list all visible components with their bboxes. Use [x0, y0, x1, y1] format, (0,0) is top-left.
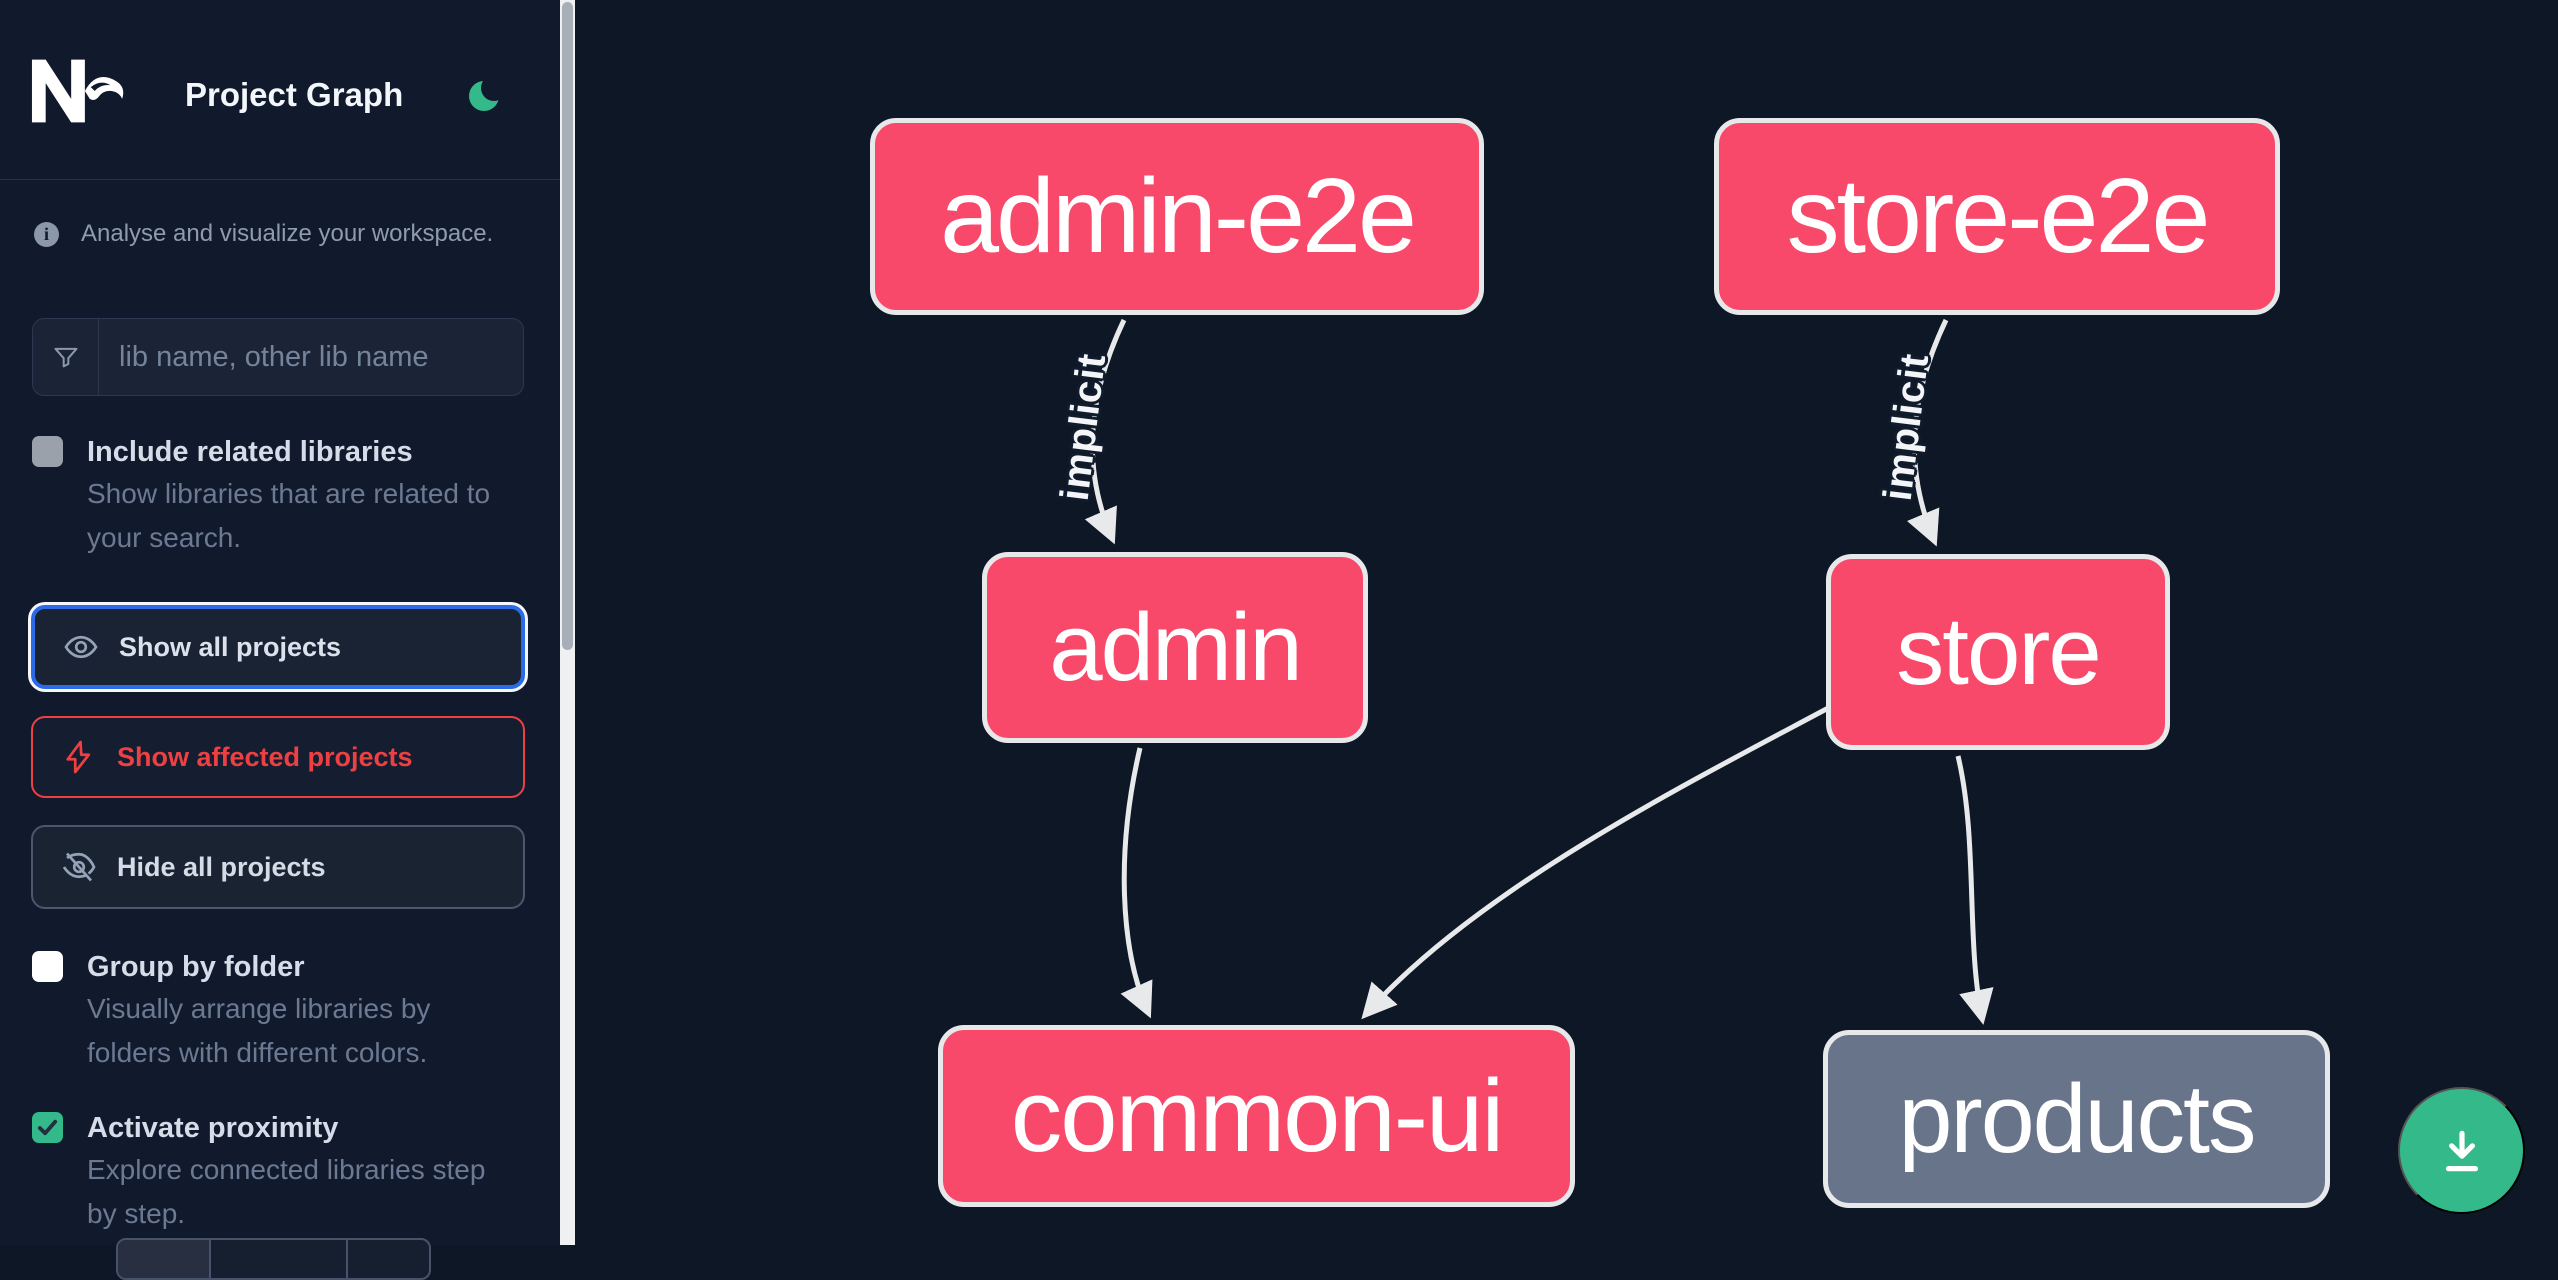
activate-proximity-checkbox[interactable] [32, 1112, 63, 1143]
filter-funnel-icon [33, 319, 99, 395]
edge-store-to-common-ui [1361, 703, 1834, 1020]
graph-edges [1084, 318, 1994, 1025]
check-icon [37, 1119, 58, 1136]
info-icon: i [34, 221, 59, 247]
edge-admin-to-common-ui [1120, 747, 1153, 1019]
hide-all-projects-button[interactable]: Hide all projects [31, 825, 525, 909]
option-description: Visually arrange libraries by folders wi… [87, 993, 431, 1068]
show-affected-projects-button[interactable]: Show affected projects [31, 716, 525, 798]
sidebar: Project Graph i Analyse and visualize yo… [0, 0, 560, 1280]
sidebar-header: Project Graph [0, 0, 560, 180]
scrollbar-thumb[interactable] [562, 2, 573, 650]
show-all-projects-button[interactable]: Show all projects [31, 605, 525, 689]
option-group-by-folder: Group by folder Visually arrange librari… [32, 947, 532, 1075]
tagline-row: i Analyse and visualize your workspace. [34, 220, 493, 248]
option-description: Show libraries that are related to your … [87, 478, 491, 553]
lightning-icon [66, 740, 91, 774]
option-description: Explore connected libraries step by step… [87, 1154, 486, 1229]
graph-node-store[interactable]: store [1826, 554, 2170, 750]
option-label: Activate proximity [87, 1112, 339, 1144]
sidebar-scrollbar[interactable] [560, 0, 575, 1245]
edge-store-to-products [1955, 755, 1994, 1025]
search-input[interactable] [99, 319, 523, 395]
graph-node-common-ui[interactable]: common-ui [938, 1025, 1575, 1207]
nx-logo-icon [31, 59, 124, 123]
graph-node-admin-e2e[interactable]: admin-e2e [870, 118, 1484, 315]
graph-node-admin[interactable]: admin [982, 552, 1368, 743]
button-label: Show affected projects [117, 741, 413, 772]
option-activate-proximity: Activate proximity Explore connected lib… [32, 1108, 532, 1236]
button-label: Hide all projects [117, 851, 326, 882]
eye-icon [64, 635, 98, 659]
edge-store-e2e-to-store [1907, 318, 1949, 547]
option-include-related: Include related libraries Show libraries… [32, 432, 532, 560]
graph-node-store-e2e[interactable]: store-e2e [1714, 118, 2280, 315]
download-image-button[interactable] [2398, 1087, 2525, 1214]
search-box [32, 318, 524, 396]
option-label: Group by folder [87, 951, 305, 983]
include-related-checkbox[interactable] [32, 436, 63, 467]
group-by-folder-checkbox[interactable] [32, 951, 63, 982]
option-label: Include related libraries [87, 436, 413, 468]
moon-icon[interactable] [468, 76, 506, 114]
page-title: Project Graph [185, 76, 404, 113]
tagline-text: Analyse and visualize your workspace. [81, 220, 494, 247]
button-label: Show all projects [119, 631, 342, 662]
download-icon [2445, 1130, 2478, 1171]
eye-off-icon [62, 852, 96, 882]
edge-admin-e2e-to-admin [1084, 318, 1127, 545]
graph-node-products[interactable]: products [1823, 1030, 2330, 1208]
